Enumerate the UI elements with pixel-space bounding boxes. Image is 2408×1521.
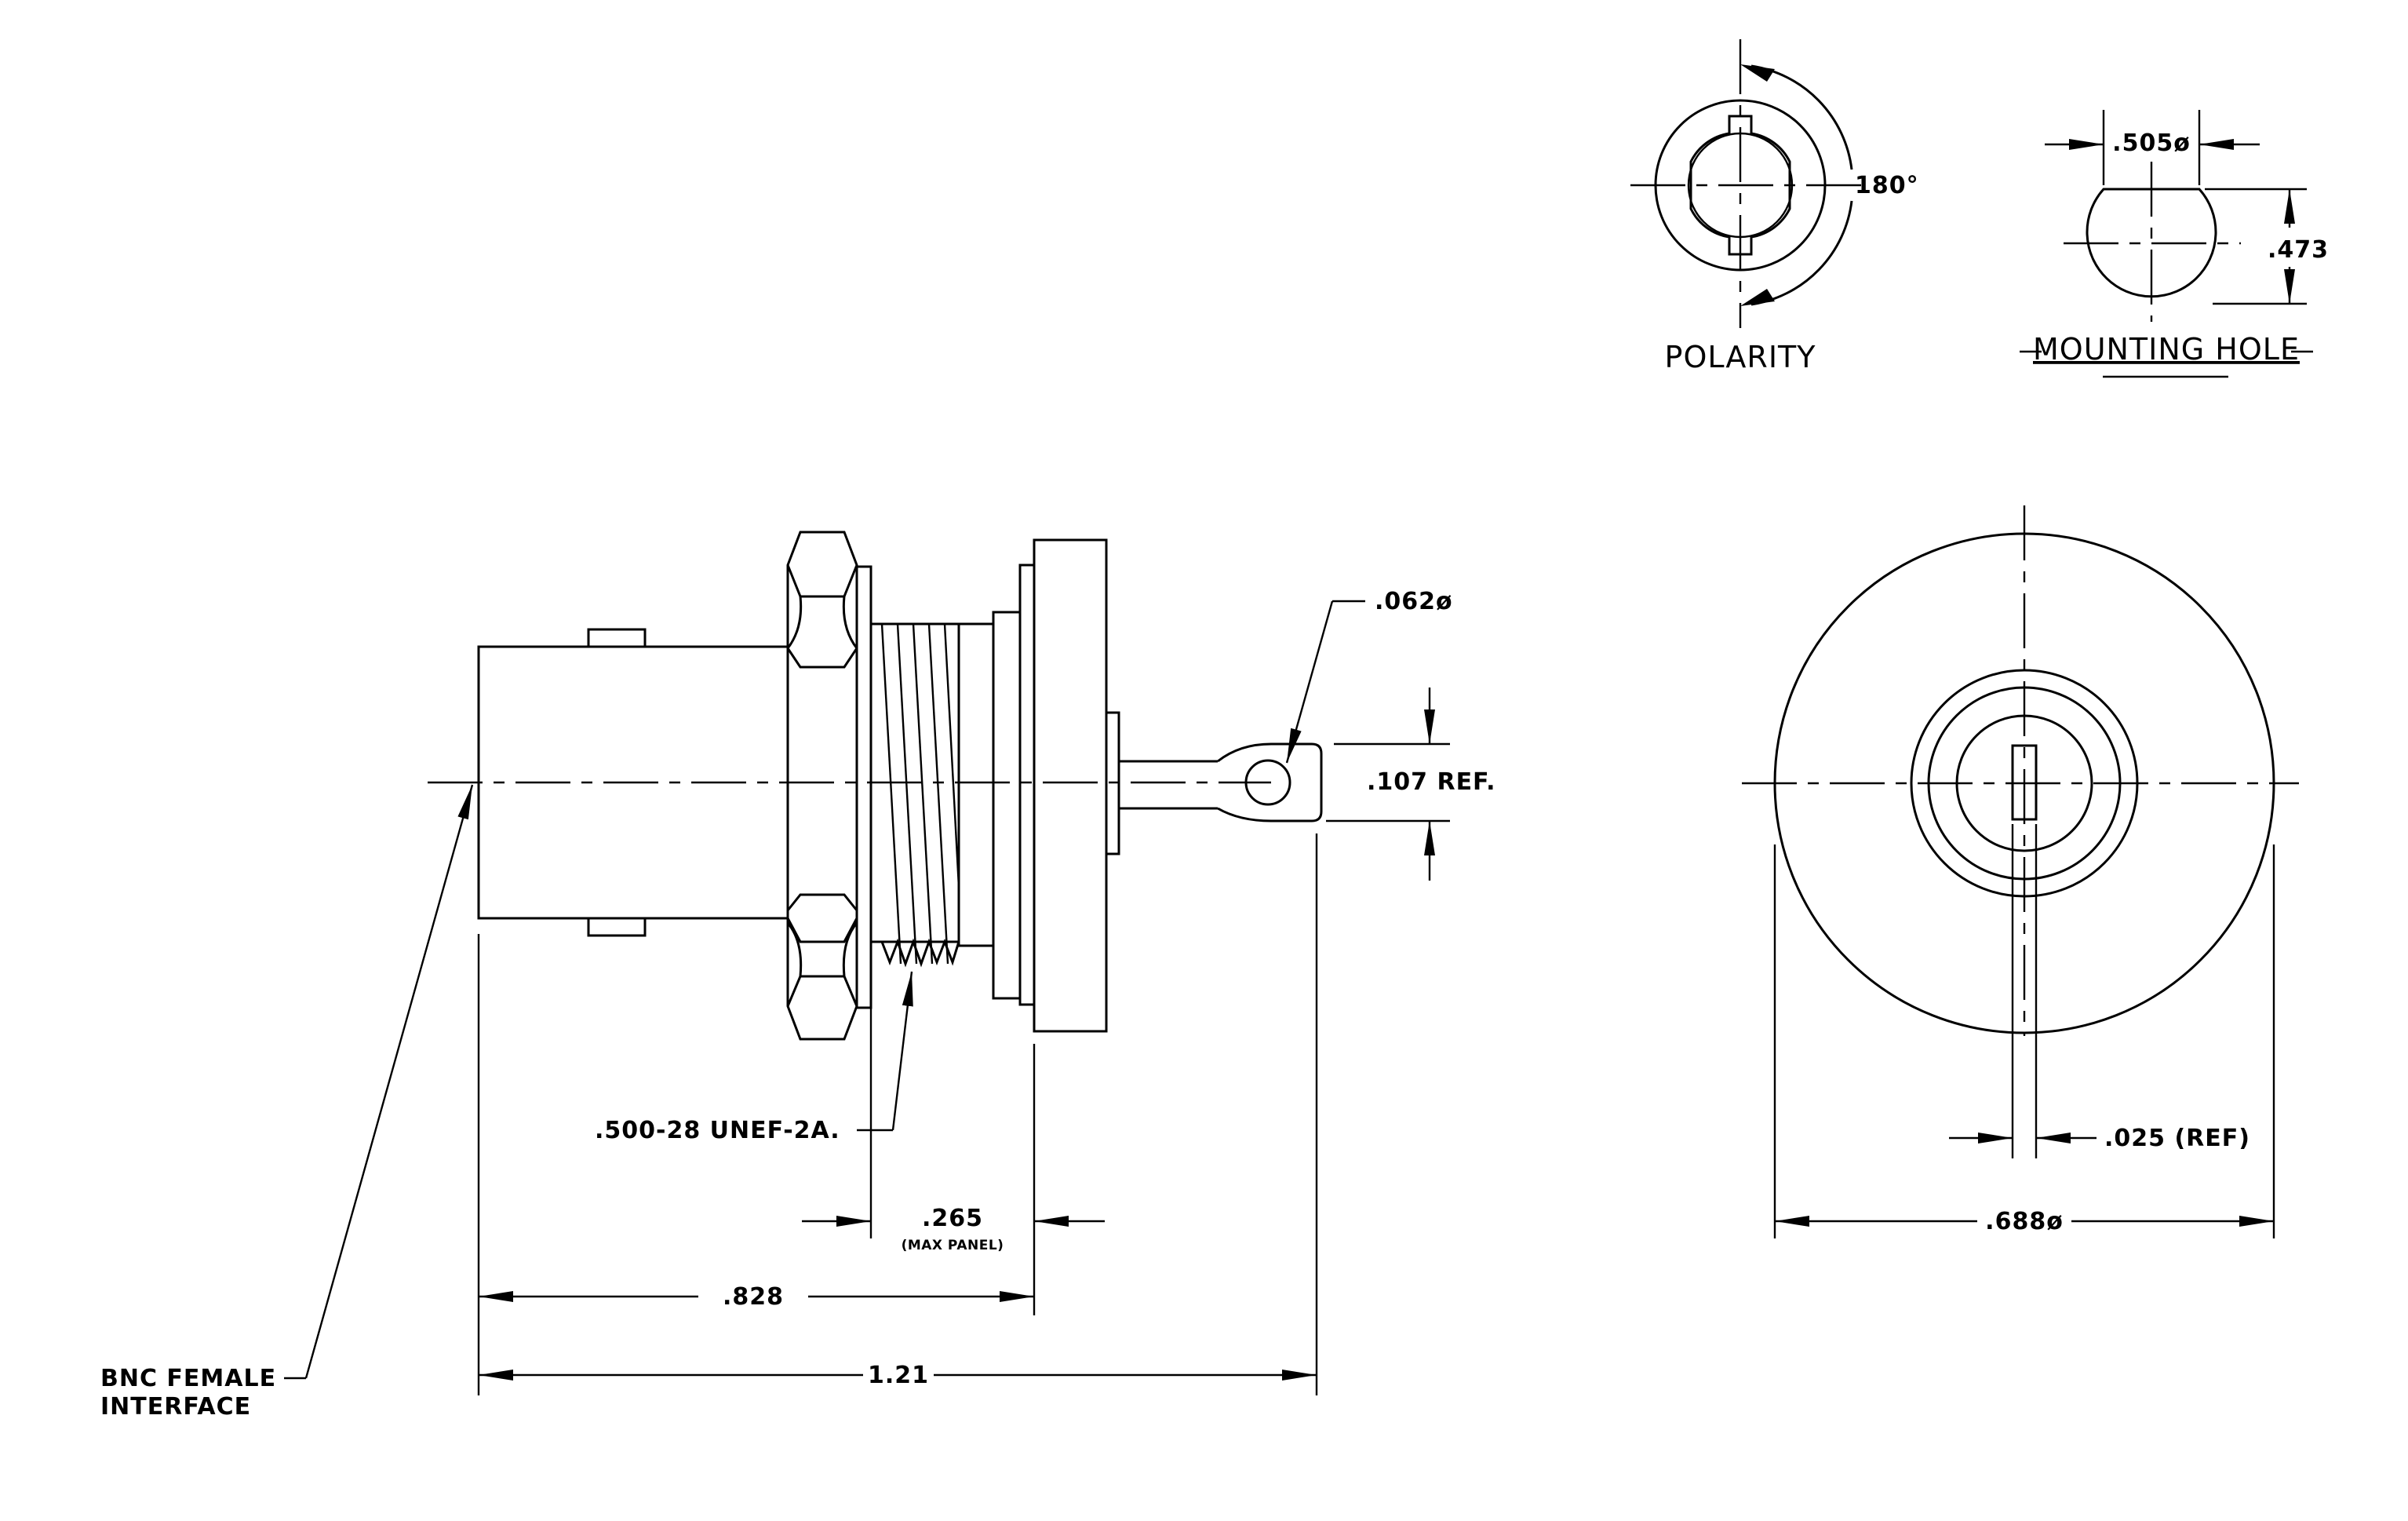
mounting-hole-width-label: .505ø — [2112, 129, 2191, 157]
polarity-view: 180° POLARITY — [1630, 39, 1919, 374]
pin-reference-label: .107 REF. — [1367, 768, 1496, 796]
mounting-hole-height-label: .473 — [2268, 236, 2329, 264]
panel-thickness-label: .265 — [922, 1205, 983, 1232]
overall-length-label: 1.21 — [868, 1362, 929, 1389]
pin-width-label: .025 (REF) — [2104, 1125, 2250, 1152]
length-to-flange-label: .828 — [723, 1283, 784, 1311]
panel-thickness-note: (MAX PANEL) — [902, 1238, 1004, 1253]
mounting-hole-title: MOUNTING HOLE — [2033, 332, 2300, 367]
polarity-angle-label: 180° — [1855, 172, 1919, 199]
front-view: .025 (REF) .688ø — [1742, 505, 2299, 1238]
interface-label-line1: BNC FEMALE — [100, 1365, 276, 1392]
side-view: .062ø .107 REF. .500-28 UNEF-2A. .265 (M… — [100, 531, 1496, 1421]
polarity-title: POLARITY — [1665, 340, 1816, 374]
pin-hole-diameter-label: .062ø — [1375, 588, 1453, 615]
flange-diameter-label: .688ø — [1985, 1208, 2064, 1235]
thread-spec-label: .500-28 UNEF-2A. — [595, 1117, 840, 1144]
mounting-hole-view: .505ø .473 MOUNTING HOLE — [2020, 110, 2329, 378]
interface-label-line2: INTERFACE — [100, 1393, 251, 1421]
